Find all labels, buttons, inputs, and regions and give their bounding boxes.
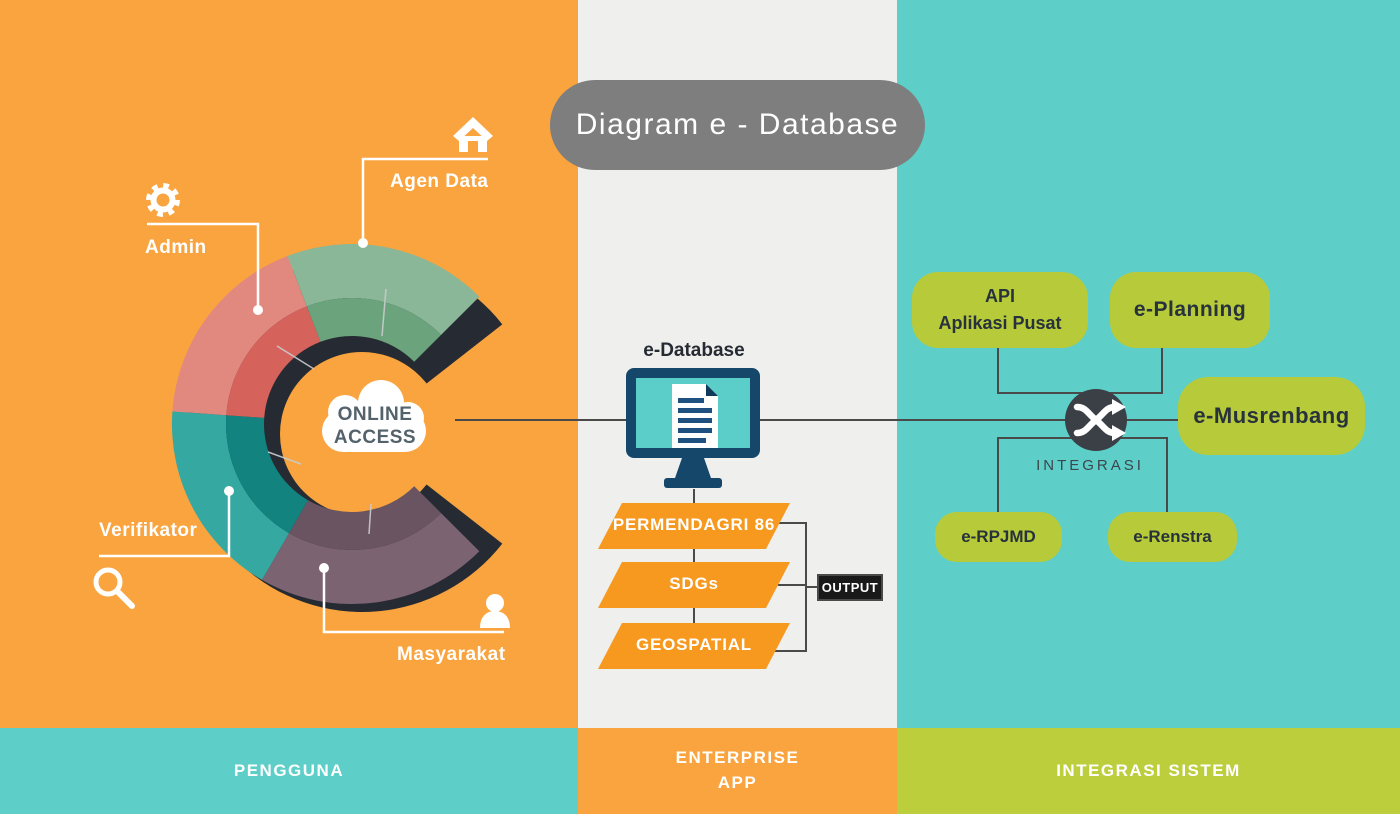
label-connectors: [99, 157, 504, 634]
house-icon: [453, 117, 493, 152]
flow-parallelograms: [598, 503, 790, 669]
footer-enterprise-line1: ENTERPRISE: [675, 748, 800, 768]
footer-enterprise-line2: APP: [717, 773, 758, 792]
magnifier-icon: [93, 567, 135, 609]
hub-label: INTEGRASI: [1036, 457, 1144, 474]
document-icon: [672, 384, 718, 448]
flow-label-sdgs: SDGs: [669, 574, 719, 593]
online-access-cloud: [322, 380, 426, 452]
footer-pengguna-label: PENGGUNA: [0, 728, 578, 814]
segment-admin-inner: [226, 306, 321, 418]
label-anchor-dots: [224, 238, 368, 573]
segment-agendata-outer: [287, 244, 480, 335]
segment-masyarakat-outer: [262, 513, 480, 605]
segment-admin-outer: [172, 256, 307, 416]
output-badge: OUTPUT: [817, 574, 883, 601]
segment-label-agen-data: Agen Data: [390, 171, 489, 192]
node-e-renstra: e-Renstra: [1108, 512, 1237, 562]
node-e-musrenbang: e-Musrenbang: [1178, 377, 1365, 455]
cloud-text-access: ACCESS: [333, 427, 417, 448]
flow-item-permendagri: [598, 503, 790, 549]
node-api-aplikasi-pusat: API Aplikasi Pusat: [912, 272, 1088, 348]
segment-label-masyarakat: Masyarakat: [397, 644, 506, 665]
node-e-rpjmd: e-RPJMD: [935, 512, 1062, 562]
flow-item-geospatial: [598, 623, 790, 669]
connector-lines: [455, 348, 1178, 652]
segment-masyarakat-inner: [289, 486, 442, 550]
node-api-line2: Aplikasi Pusat: [938, 313, 1062, 333]
footer-integrasi-label: INTEGRASI SISTEM: [897, 728, 1400, 814]
segment-verifikator-inner: [225, 415, 308, 534]
gear-icon: [146, 183, 180, 217]
integrasi-column-bg: [897, 0, 1400, 728]
monitor-label: e-Database: [643, 340, 745, 361]
footer-enterprise-label: ENTERPRISE APP: [578, 728, 897, 814]
flow-item-sdgs: [598, 562, 790, 608]
cloud-text-online: ONLINE: [337, 404, 413, 425]
gauge-ticks: [267, 288, 387, 535]
flow-label-permendagri: PERMENDAGRI 86: [612, 515, 776, 534]
segment-label-verifikator: Verifikator: [99, 520, 198, 541]
diagram-title: Diagram e - Database: [550, 80, 925, 170]
shuffle-icon: [1065, 389, 1127, 451]
node-api-line1: API: [984, 286, 1015, 306]
flow-label-geospatial: GEOSPATIAL: [636, 635, 752, 654]
segment-agendata-inner: [306, 298, 442, 362]
monitor-icon: [626, 368, 760, 488]
segment-label-admin: Admin: [145, 237, 207, 258]
person-icon: [480, 594, 510, 628]
node-e-planning: e-Planning: [1110, 272, 1270, 348]
